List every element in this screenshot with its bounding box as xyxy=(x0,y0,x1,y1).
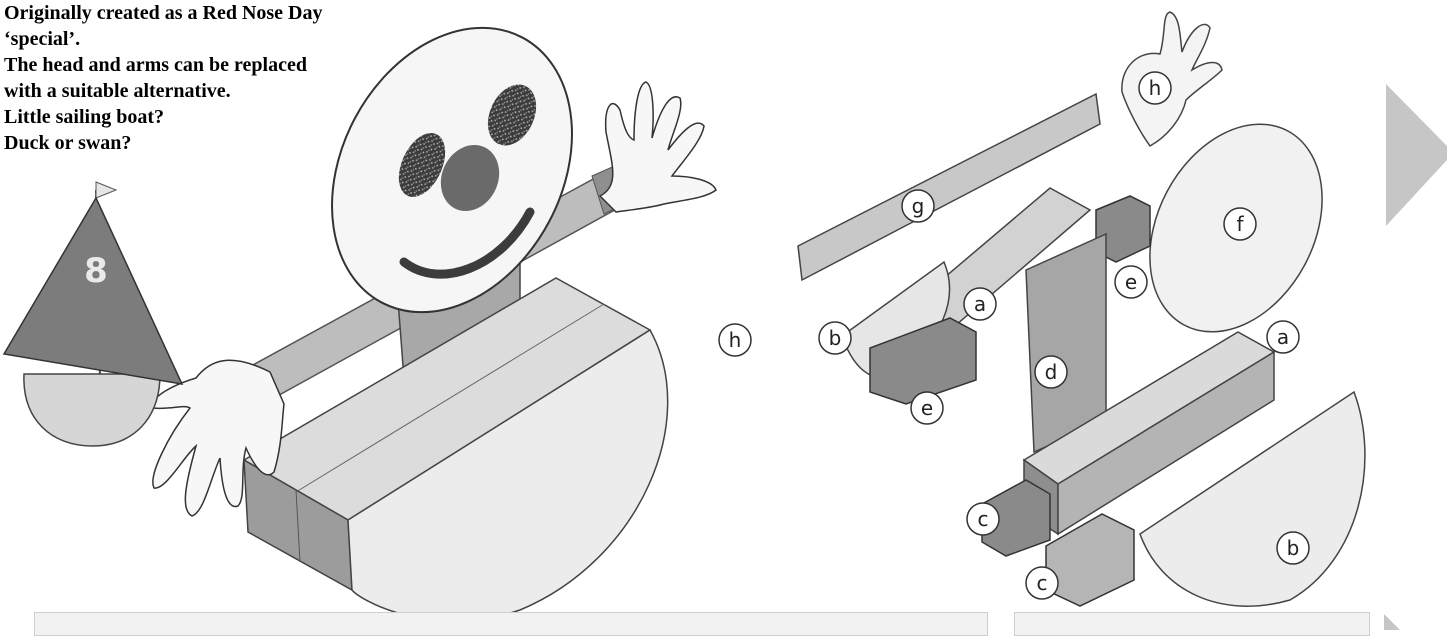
svg-text:h: h xyxy=(1149,76,1162,100)
svg-text:e: e xyxy=(921,396,933,420)
label-c-upper: c xyxy=(967,503,999,535)
boat-sail-number: 8 xyxy=(84,251,108,291)
svg-text:h: h xyxy=(729,328,742,352)
label-f: f xyxy=(1224,208,1256,240)
label-c-lower: c xyxy=(1026,567,1058,599)
svg-text:g: g xyxy=(912,194,925,218)
svg-text:a: a xyxy=(1277,325,1289,349)
svg-text:b: b xyxy=(829,326,842,350)
label-g: g xyxy=(902,190,934,222)
bottom-panel-right xyxy=(1014,612,1370,636)
label-b-left: b xyxy=(819,322,851,354)
intro-line: Duck or swan? xyxy=(4,130,304,156)
exploded-parts xyxy=(798,12,1365,606)
boat-flag xyxy=(96,182,116,198)
svg-text:e: e xyxy=(1125,270,1137,294)
label-a-upper: a xyxy=(964,288,996,320)
intro-line: ‘special’. xyxy=(4,26,304,52)
label-e-lower: e xyxy=(911,392,943,424)
intro-line: Originally created as a Red Nose Day xyxy=(4,0,304,26)
intro-line: with a suitable alternative. xyxy=(4,78,304,104)
label-h-top: h xyxy=(1139,72,1171,104)
part-g xyxy=(798,94,1100,280)
bottom-panel-left xyxy=(34,612,988,636)
boat-sail xyxy=(4,198,182,384)
svg-text:c: c xyxy=(978,507,989,531)
right-hand xyxy=(600,82,716,212)
label-h-left: h xyxy=(719,324,751,356)
svg-text:a: a xyxy=(974,292,986,316)
next-arrow-small-icon[interactable] xyxy=(1384,614,1400,630)
intro-line: Little sailing boat? xyxy=(4,104,304,130)
label-e-upper: e xyxy=(1115,266,1147,298)
intro-text: Originally created as a Red Nose Day ‘sp… xyxy=(4,0,304,156)
label-d: d xyxy=(1035,356,1067,388)
svg-text:f: f xyxy=(1236,212,1244,236)
svg-text:d: d xyxy=(1045,360,1058,384)
intro-line: The head and arms can be replaced xyxy=(4,52,304,78)
part-h-top xyxy=(1122,12,1222,146)
svg-text:b: b xyxy=(1287,536,1300,560)
label-b-right: b xyxy=(1277,532,1309,564)
boat-hull xyxy=(24,374,160,446)
svg-text:c: c xyxy=(1037,571,1048,595)
next-arrow-icon[interactable] xyxy=(1386,84,1447,226)
label-a-right: a xyxy=(1267,321,1299,353)
